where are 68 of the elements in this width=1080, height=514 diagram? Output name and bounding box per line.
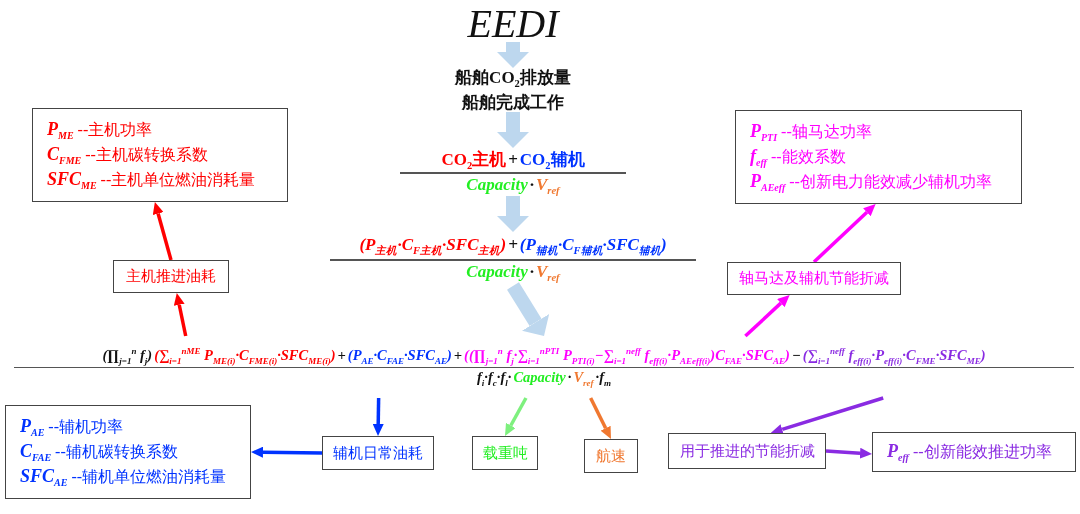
arrow	[770, 396, 884, 435]
formula-term: (P$_{AE}$·C$_{FAE}$·SFC$_{AE}$)	[347, 346, 452, 366]
formula-term: (P$_{主机}$·C$_{F主机}$·SFC$_{主机}$)	[359, 234, 507, 259]
formula-term: +	[508, 234, 518, 255]
arrow	[251, 446, 323, 458]
category-box	[472, 436, 538, 470]
formula-term: V$_{ref}$	[573, 369, 594, 389]
category-label: 辅机日常油耗	[333, 443, 423, 463]
formula-term: ·	[529, 174, 534, 195]
formula-term: +	[337, 346, 346, 364]
formula-term: V$_{ref}$	[536, 261, 560, 284]
definition-text: SFC$_{AE}$ --辅机单位燃油消耗量	[20, 466, 228, 489]
definition-text: P$_{AE}$ --辅机功率	[20, 415, 124, 438]
formula-term: f$_{i}$·f$_{c}$·f$_{l}$·	[477, 369, 512, 389]
definition-box	[5, 405, 251, 499]
formula-term: 船舶CO$_{2}$排放量	[455, 66, 571, 90]
arrow	[152, 202, 173, 261]
arrow	[825, 447, 872, 459]
definition-text: C$_{FAE}$ --辅机碳转换系数	[20, 440, 179, 464]
category-label: 轴马达及辅机节能折减	[739, 269, 889, 288]
formula-term: (∏$_{j=1}$$^{n}$ f$_{j}$)	[102, 345, 153, 366]
formula-term: CO$_{2}$主机	[441, 149, 507, 172]
definition-box	[735, 110, 1022, 204]
category-label: 航速	[596, 446, 626, 466]
definition-box	[32, 108, 288, 202]
formula-term: 船舶完成工作	[462, 92, 564, 115]
category-label: 载重吨	[482, 443, 528, 463]
category-box	[113, 260, 229, 293]
category-box	[322, 436, 434, 470]
formula-term: Capacity	[513, 369, 566, 387]
formula-term: CO$_{2}$辅机	[519, 149, 585, 172]
category-box	[584, 439, 638, 473]
arrow	[507, 282, 550, 336]
arrow	[589, 397, 611, 439]
formula-term: ((∏$_{j=1}$$^{n}$ f$_{j}$·∑$_{i=1}$$^{nPTI}$ P$_{PTI(i)}$−∑$_{i=1}$$^{neff}$ f$_{eff(i)}$·P$_{AEeff(i)}$)C$_{FAE}$·SFC$_{AE}$)	[464, 345, 790, 366]
arrow	[505, 397, 528, 436]
formula-term: (∑$_{i=1}$$^{neff}$ f$_{eff(i)}$·P$_{eff(i)}$·C$_{FME}$·SFC$_{ME}$)	[802, 345, 986, 366]
formula-term: +	[508, 150, 518, 170]
definition-text: P$_{ME}$ --主机功率	[47, 118, 154, 141]
definition-text: P$_{AEeff}$ --创新电力能效减少辅机功率	[750, 171, 993, 194]
definition-text: f$_{eff}$ --能效系数	[750, 145, 847, 169]
definition-text: SFC$_{ME}$ --主机单位燃油消耗量	[47, 169, 257, 192]
formula-term: ·f$_{m}$	[595, 369, 611, 389]
definition-text: P$_{eff}$ --创新能效推进功率	[887, 440, 1053, 464]
category-box	[727, 262, 901, 295]
definition-text: P$_{PTI}$ --轴马达功率	[750, 120, 873, 143]
category-box	[668, 433, 826, 469]
formula-title: EEDI	[400, 0, 626, 42]
arrow	[812, 204, 876, 264]
category-label: 用于推进的节能折减	[679, 441, 815, 461]
category-label: 主机推进油耗	[126, 267, 216, 286]
arrow	[744, 295, 790, 338]
formula-term: Capacity	[466, 174, 528, 195]
formula-term: ·	[567, 369, 572, 387]
formula-term: ·	[529, 261, 534, 282]
formula-term: (∑$_{i=1}$$^{nME}$ P$_{ME(i)}$·C$_{FME(i)}$·SFC$_{ME(i)}$)	[154, 345, 336, 366]
formula-term: +	[453, 346, 463, 364]
formula-term: (P$_{辅机}$·C$_{F辅机}$·SFC$_{辅机}$)	[519, 234, 667, 259]
formula-term: Capacity	[466, 261, 528, 282]
arrow	[173, 293, 188, 337]
formula-term: −	[791, 346, 801, 364]
arrow	[497, 42, 529, 68]
arrow	[497, 112, 529, 148]
formula-term: V$_{ref}$	[536, 174, 560, 196]
arrow	[372, 397, 384, 436]
definition-text: C$_{FME}$ --主机碳转换系数	[47, 143, 209, 167]
definition-box	[872, 432, 1076, 472]
arrow	[497, 196, 529, 232]
